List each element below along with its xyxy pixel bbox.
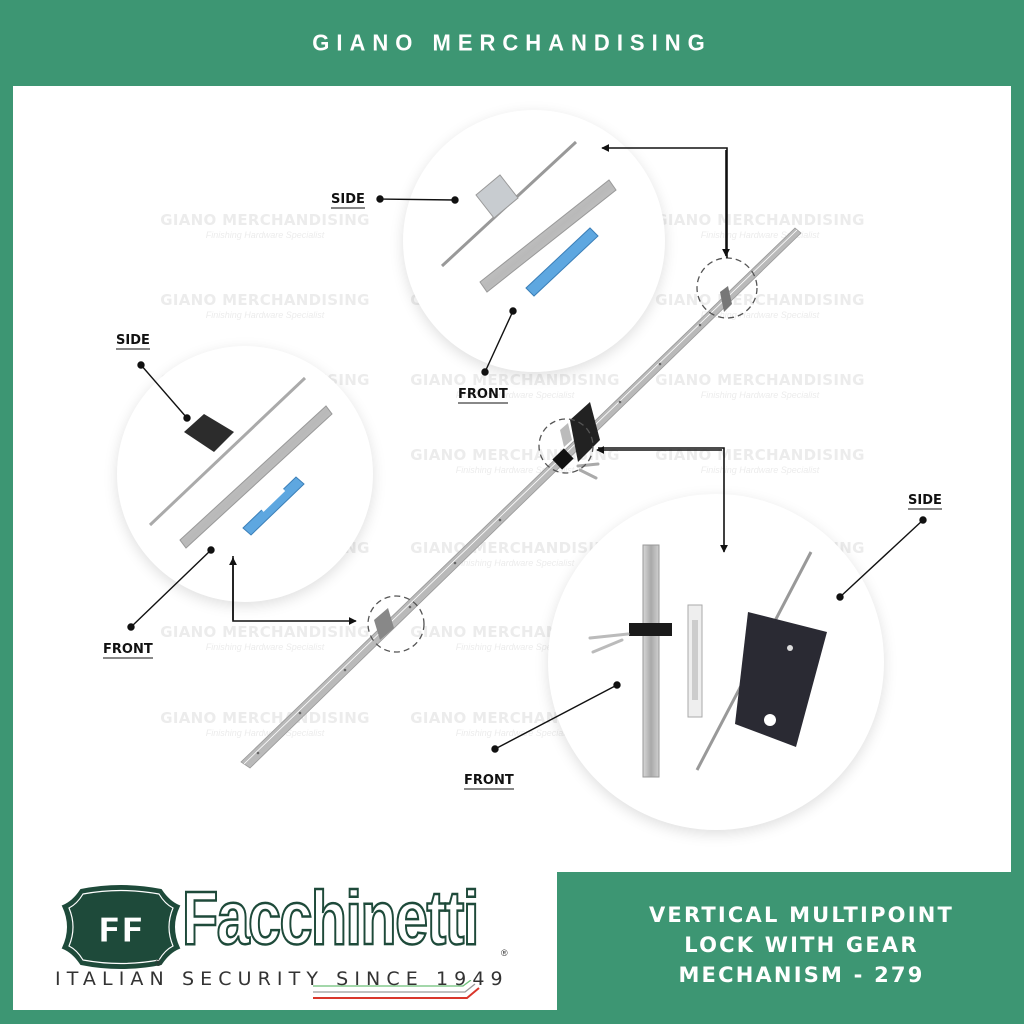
watermark-subtitle: Finishing Hardware Specialist	[205, 642, 325, 652]
svg-text:FF: FF	[98, 911, 144, 951]
detail-circle-bottom-right	[548, 494, 884, 830]
watermark-subtitle: Finishing Hardware Specialist	[205, 728, 325, 738]
watermark-subtitle: Finishing Hardware Specialist	[455, 390, 575, 400]
watermark-title: GIANO MERCHANDISING	[655, 371, 865, 389]
brand-name: Facchinetti	[181, 875, 480, 963]
watermark-subtitle: Finishing Hardware Specialist	[700, 230, 820, 240]
watermark-title: GIANO MERCHANDISING	[655, 446, 865, 464]
watermark-title: GIANO MERCHANDISING	[655, 211, 865, 229]
watermark-title: GIANO MERCHANDISING	[160, 709, 370, 727]
facchinetti-logo: FF ® Facchinetti ® ITALIAN SECURITY SINC…	[55, 875, 525, 1000]
ff-emblem-icon: FF	[61, 885, 181, 969]
watermark-title: GIANO MERCHANDISING	[410, 446, 620, 464]
watermark-subtitle: Finishing Hardware Specialist	[700, 390, 820, 400]
label-top-side: SIDE	[331, 192, 365, 209]
label-top-front: FRONT	[458, 387, 508, 404]
brand-registered-mark: ®	[501, 948, 508, 958]
watermark-subtitle: Finishing Hardware Specialist	[205, 310, 325, 320]
product-title-block: VERTICAL MULTIPOINT LOCK WITH GEAR MECHA…	[557, 872, 1024, 1024]
product-title-line-1: VERTICAL MULTIPOINT	[648, 903, 955, 927]
brand-tagline: ITALIAN SECURITY SINCE 1949	[55, 968, 509, 990]
store-title: GIANO MERCHANDISING	[312, 29, 712, 56]
detail-circle-top	[403, 110, 665, 372]
product-title-line-2: LOCK WITH GEAR	[684, 933, 919, 957]
watermark-subtitle: Finishing Hardware Specialist	[455, 465, 575, 475]
emblem-registered-mark: ®	[155, 958, 162, 968]
watermark-title: GIANO MERCHANDISING	[160, 623, 370, 641]
watermark-subtitle: Finishing Hardware Specialist	[700, 465, 820, 475]
watermark-subtitle: Finishing Hardware Specialist	[205, 230, 325, 240]
watermark-title: GIANO MERCHANDISING	[655, 291, 865, 309]
watermark-title: GIANO MERCHANDISING	[410, 371, 620, 389]
label-left-front: FRONT	[103, 642, 153, 659]
watermark-title: GIANO MERCHANDISING	[160, 291, 370, 309]
detail-circle-left	[117, 346, 373, 602]
header-banner: GIANO MERCHANDISING	[0, 0, 1024, 86]
product-title-line-3: MECHANISM - 279	[678, 963, 925, 987]
label-left-side: SIDE	[116, 333, 150, 350]
watermark-title: GIANO MERCHANDISING	[160, 211, 370, 229]
product-title: VERTICAL MULTIPOINT LOCK WITH GEAR MECHA…	[649, 900, 954, 990]
watermark-subtitle: Finishing Hardware Specialist	[700, 310, 820, 320]
italy-stripes-icon	[313, 980, 480, 999]
label-bottom-right-front: FRONT	[464, 773, 514, 790]
label-bottom-right-side: SIDE	[908, 493, 942, 510]
